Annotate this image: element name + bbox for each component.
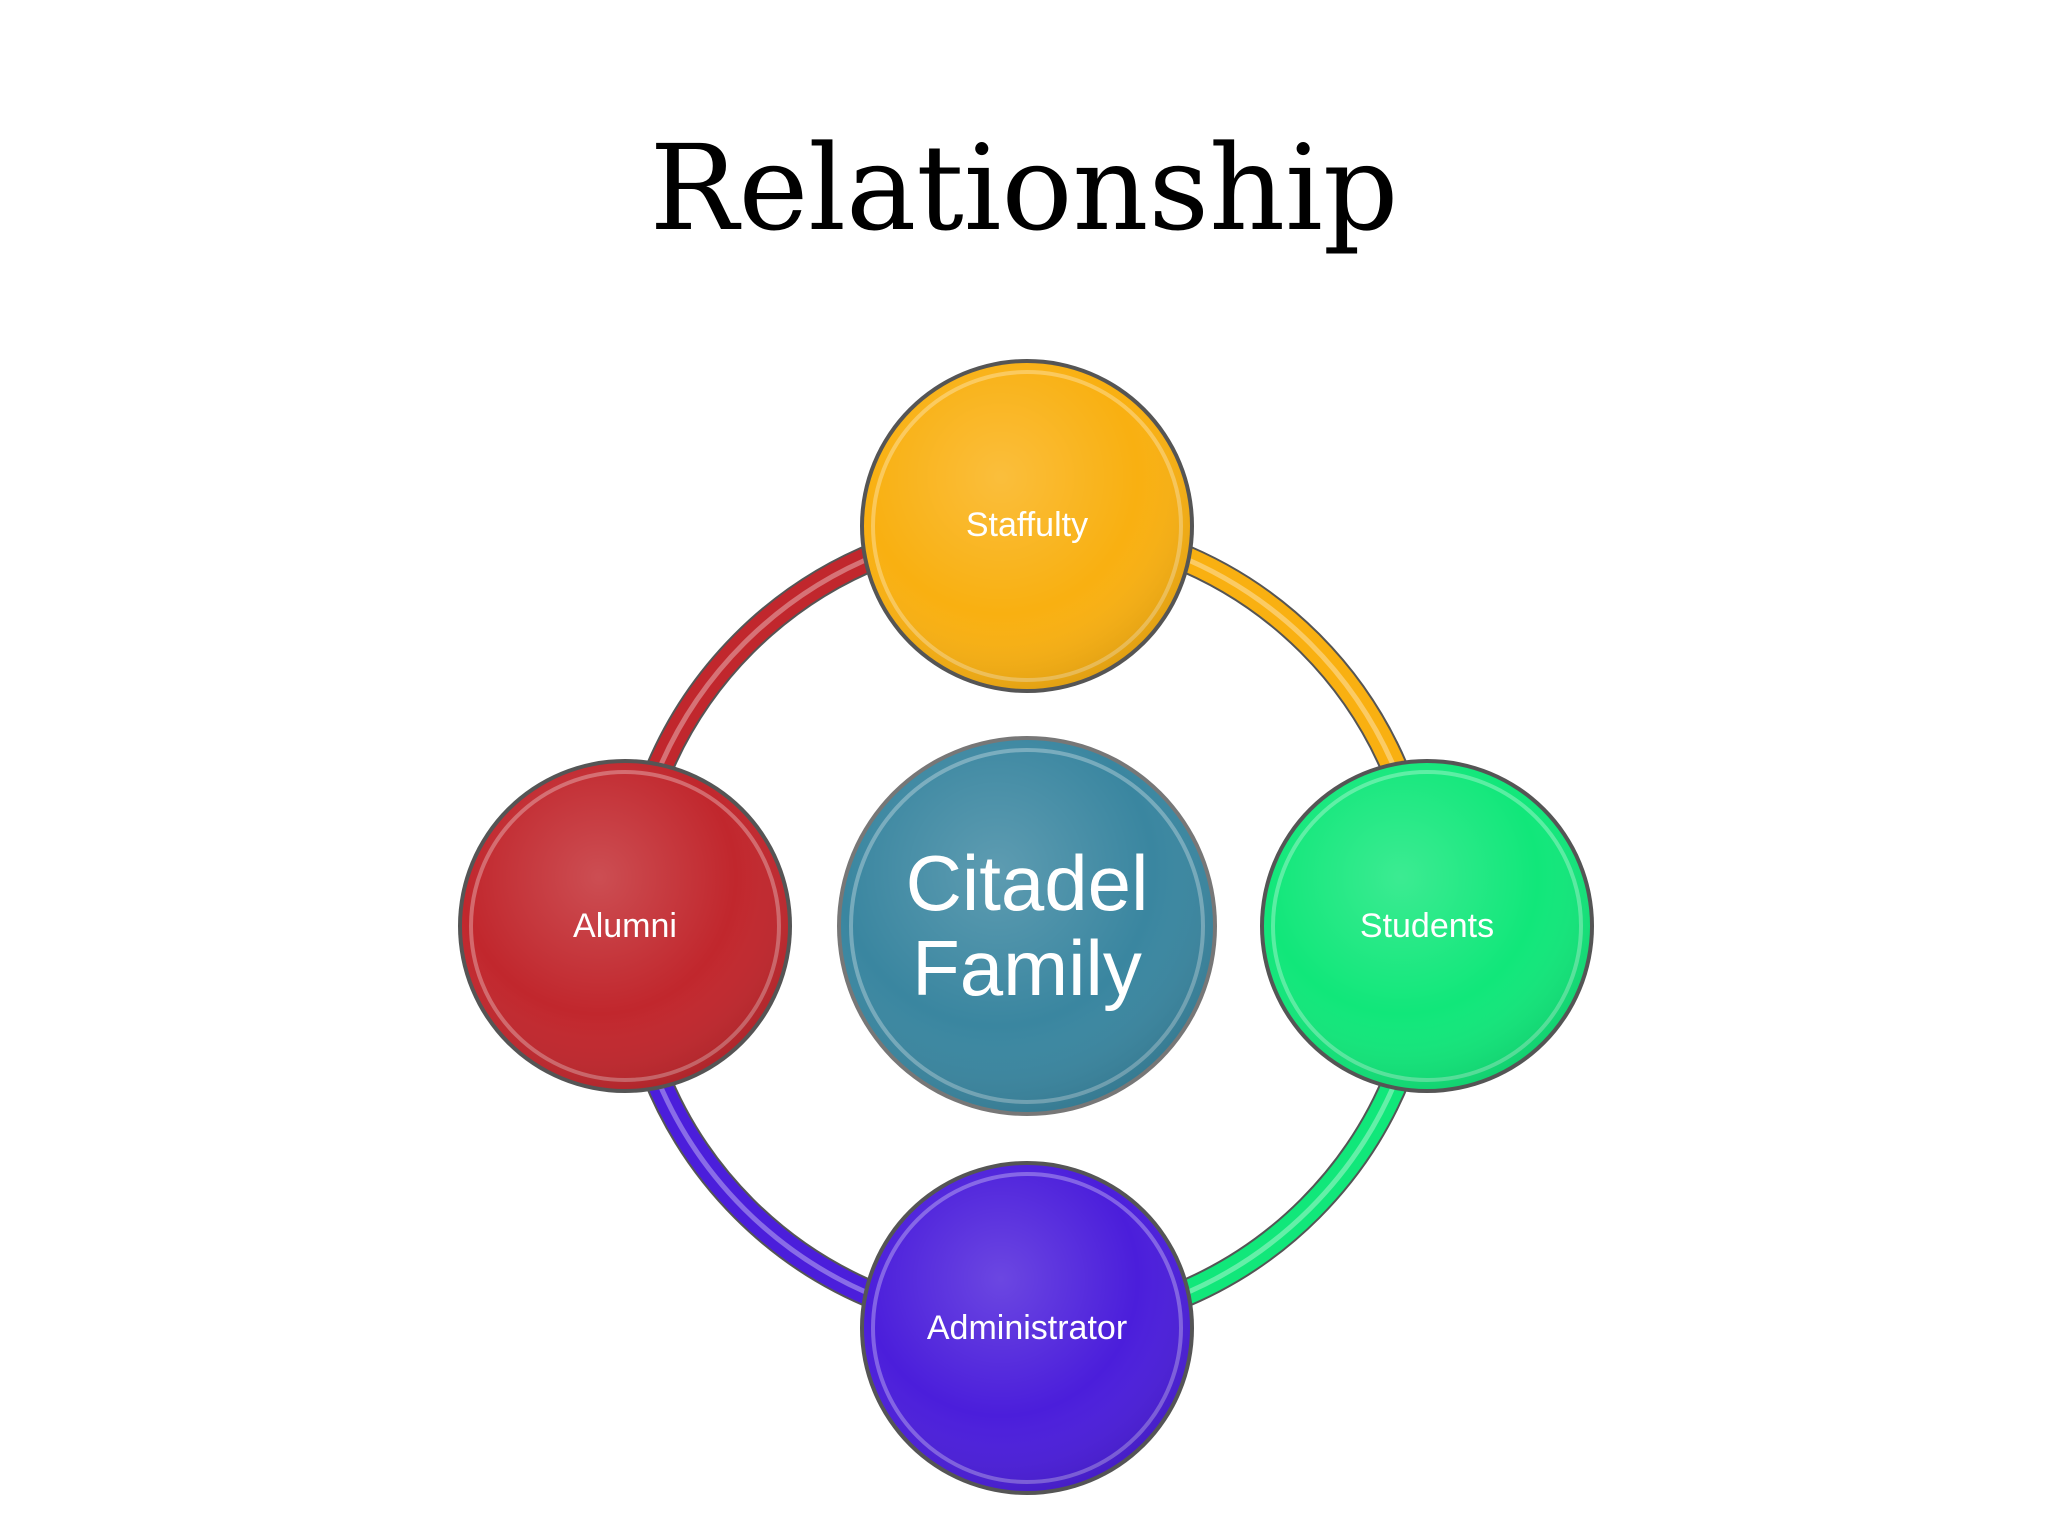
center-node: Citadel Family (837, 736, 1217, 1116)
node-label-administrator: Administrator (927, 1309, 1127, 1347)
node-label-staffulty: Staffulty (966, 506, 1088, 544)
node-bottom: Administrator (860, 1161, 1194, 1495)
center-label-line2: Family (912, 924, 1142, 1012)
node-top: Staffulty (860, 359, 1194, 693)
slide-title: Relationship (649, 119, 1399, 257)
node-right: Students (1260, 759, 1594, 1093)
node-left: Alumni (458, 759, 792, 1093)
node-label-students: Students (1360, 907, 1494, 945)
node-label-alumni: Alumni (573, 907, 677, 945)
center-label-line1: Citadel (906, 839, 1149, 927)
